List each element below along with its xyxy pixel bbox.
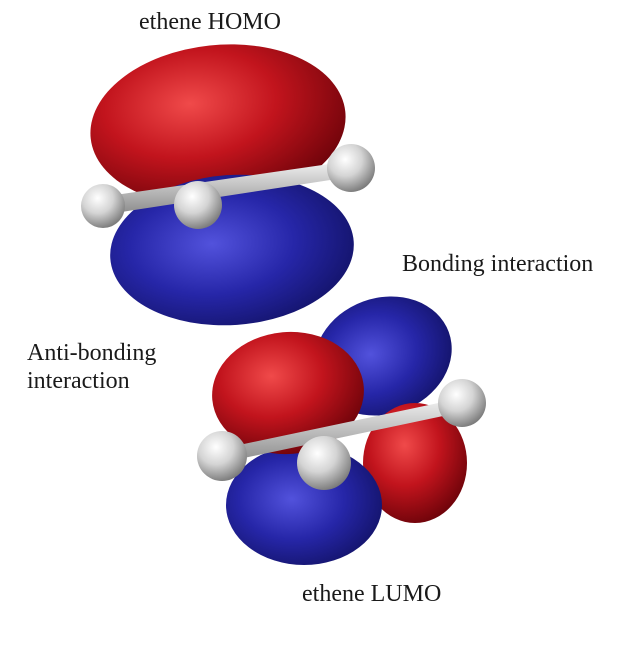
lumo-red-lobe-back [363,403,467,523]
antibonding-interaction-label: Anti-bonding interaction [27,339,156,395]
lumo-hydrogen-atom [197,431,247,481]
homo-blue-lobe [110,174,354,326]
homo-label: ethene HOMO [139,9,281,35]
lumo-bond [225,398,462,462]
homo-orbital [81,44,375,326]
lumo-orbital [197,296,486,565]
antibonding-label-line1: Anti-bonding [27,340,157,366]
lumo-hydrogen-atom [438,379,486,427]
lumo-hydrogen-atom [297,436,351,490]
antibonding-label-line2: interaction [27,368,130,394]
lumo-label: ethene LUMO [302,581,442,607]
lumo-red-lobe-front [212,331,364,455]
homo-hydrogen-atom [327,144,375,192]
homo-hydrogen-atom [81,184,125,228]
homo-red-lobe [90,44,346,206]
homo-bond [108,161,350,214]
homo-hydrogen-atom [174,181,222,229]
bonding-interaction-label: Bonding interaction [402,251,594,277]
